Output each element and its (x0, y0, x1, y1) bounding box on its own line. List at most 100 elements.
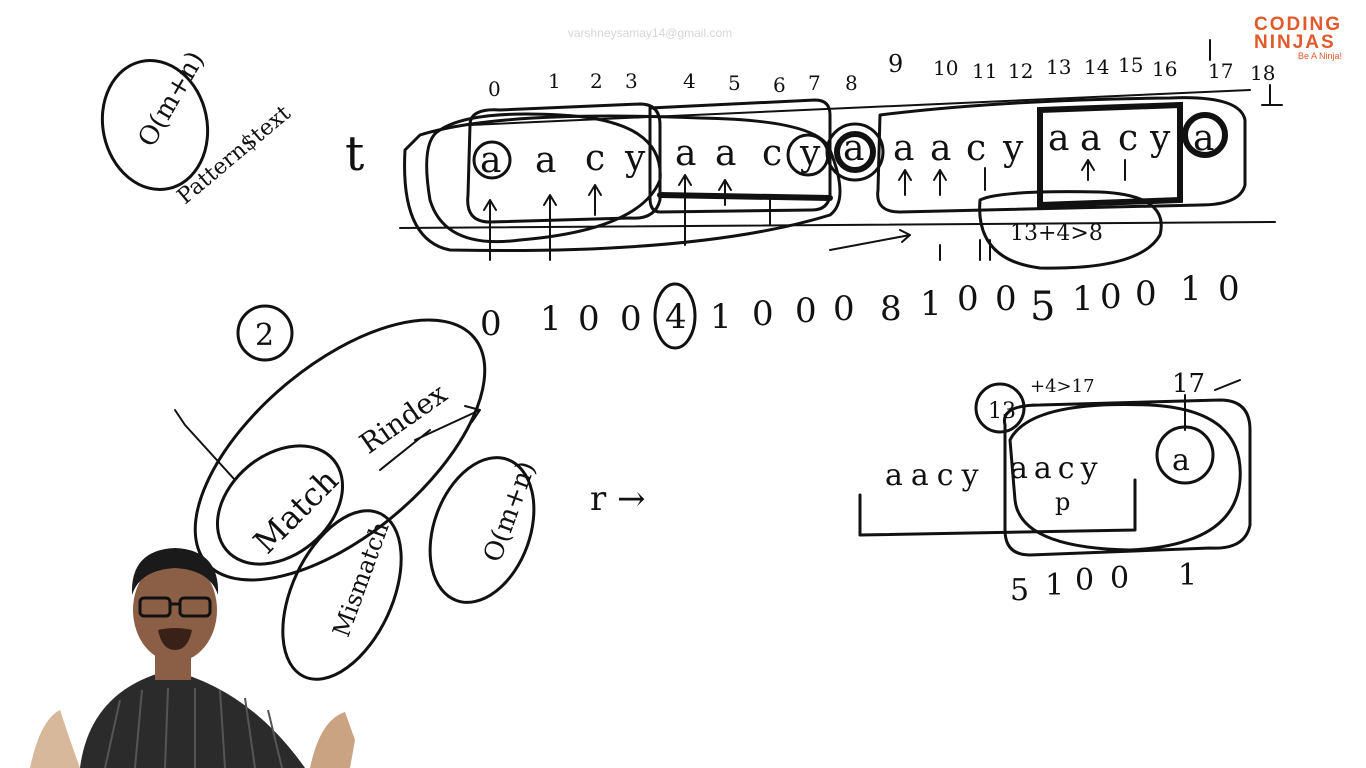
svg-text:5: 5 (728, 71, 741, 95)
circled-two-label: 2 (255, 318, 274, 353)
svg-text:0: 0 (620, 299, 642, 339)
svg-text:0: 0 (1218, 269, 1240, 309)
box-13: 13 (988, 399, 1016, 424)
svg-text:6: 6 (773, 73, 786, 97)
svg-text:0: 0 (480, 304, 502, 344)
svg-text:4: 4 (665, 297, 687, 337)
svg-text:8: 8 (880, 289, 902, 329)
svg-text:0: 0 (995, 279, 1017, 319)
svg-text:c: c (585, 138, 605, 179)
inequality-note: 13+4>8 (1010, 221, 1103, 246)
svg-text:9: 9 (888, 50, 903, 78)
coding-ninjas-logo: CODING NINJAS Be A Ninja! (1250, 14, 1360, 62)
hair (131, 548, 219, 595)
svg-text:c: c (966, 128, 986, 169)
svg-text:18: 18 (1250, 61, 1275, 85)
svg-text:a: a (715, 133, 736, 174)
svg-text:7: 7 (808, 71, 821, 95)
svg-text:14: 14 (1084, 55, 1109, 79)
svg-text:13: 13 (1046, 55, 1071, 79)
presenter-video (30, 548, 355, 768)
svg-text:y: y (624, 138, 646, 179)
box-17: 17 (1172, 369, 1205, 399)
svg-text:0: 0 (578, 299, 600, 339)
svg-text:0: 0 (1075, 563, 1094, 598)
logo-line-1: CODING (1254, 14, 1342, 35)
complexity-oval-2 (428, 456, 536, 604)
window-diagram: aacy aacy p a 13 +4>17 17 5 1 0 0 1 (858, 369, 1252, 608)
z4-circle (653, 282, 697, 350)
svg-text:0: 0 (752, 294, 774, 334)
svg-text:0: 0 (833, 289, 855, 329)
svg-text:1: 1 (710, 297, 732, 337)
left-pointer (174, 409, 236, 481)
svg-text:a: a (893, 128, 914, 169)
svg-text:a: a (1080, 118, 1101, 159)
box-a: a (1172, 443, 1190, 478)
pointer-arrows (483, 159, 1126, 261)
circled-two (236, 304, 294, 362)
svg-text:1: 1 (920, 284, 942, 324)
svg-text:0: 0 (1110, 561, 1129, 596)
svg-text:12: 12 (1008, 59, 1033, 83)
logo-tagline: Be A Ninja! (1298, 51, 1343, 61)
svg-text:a: a (1193, 118, 1214, 159)
text-string: a a c y a a c y a a a c y a a c y a (480, 118, 1214, 181)
svg-text:0: 0 (795, 291, 817, 331)
svg-text:y: y (1149, 118, 1171, 159)
right-hand (310, 712, 355, 768)
svg-text:1: 1 (540, 299, 562, 339)
box-z-values: 5 1 0 0 1 (1010, 558, 1197, 608)
svg-text:0: 0 (957, 279, 979, 319)
svg-text:16: 16 (1152, 57, 1177, 81)
rindex-arrow (379, 405, 481, 471)
text-annotations (399, 39, 1283, 270)
svg-text:c: c (1118, 118, 1138, 159)
face (133, 558, 217, 662)
svg-text:10: 10 (933, 56, 958, 80)
glasses-left (138, 596, 172, 618)
logo-line-2: NINJAS (1254, 32, 1336, 53)
svg-text:a: a (675, 133, 696, 174)
glasses-right (178, 596, 212, 618)
match-oval (215, 444, 345, 566)
svg-text:1: 1 (1045, 568, 1064, 603)
svg-text:y: y (1002, 128, 1024, 169)
complexity-sub: Pattern$text (173, 101, 296, 210)
z-array-row: 0 1 0 0 4 1 0 0 0 8 1 0 0 5 1 0 0 1 0 (480, 269, 1240, 344)
svg-text:1: 1 (1180, 269, 1202, 309)
svg-text:y: y (799, 133, 821, 174)
svg-text:5: 5 (1030, 284, 1055, 330)
svg-text:15: 15 (1118, 53, 1143, 77)
left-hand (30, 710, 80, 768)
index-row: 0 1 2 3 4 5 6 7 8 9 10 11 12 13 14 15 16… (488, 50, 1275, 101)
svg-text:0: 0 (1100, 277, 1122, 317)
svg-text:a: a (1048, 118, 1069, 159)
svg-text:a: a (535, 140, 556, 181)
shirt (80, 670, 305, 768)
r-arrow: r → (590, 479, 646, 519)
svg-text:2: 2 (590, 69, 603, 93)
svg-text:1: 1 (1072, 279, 1094, 319)
svg-text:4: 4 (683, 69, 696, 93)
rindex-label: Rindex (354, 377, 454, 461)
svg-text:11: 11 (972, 59, 997, 83)
svg-text:a: a (480, 140, 501, 181)
svg-text:0: 0 (488, 77, 501, 101)
svg-text:1: 1 (1178, 558, 1197, 593)
svg-text:3: 3 (625, 69, 638, 93)
svg-text:a: a (930, 128, 951, 169)
complexity-note-2: O(m+n) (478, 457, 542, 566)
svg-text:0: 0 (1135, 274, 1157, 314)
email-watermark: varshneysamay14@gmail.com (567, 26, 733, 40)
box-pattern: aacy (1010, 451, 1104, 486)
complexity-oval (100, 59, 210, 191)
svg-text:8: 8 (845, 71, 858, 95)
svg-text:1: 1 (548, 69, 561, 93)
svg-text:c: c (762, 133, 782, 174)
t-label: t (345, 126, 364, 182)
box-plus: +4>17 (1030, 376, 1095, 397)
svg-text:5: 5 (1010, 573, 1029, 608)
mouth (158, 628, 192, 650)
